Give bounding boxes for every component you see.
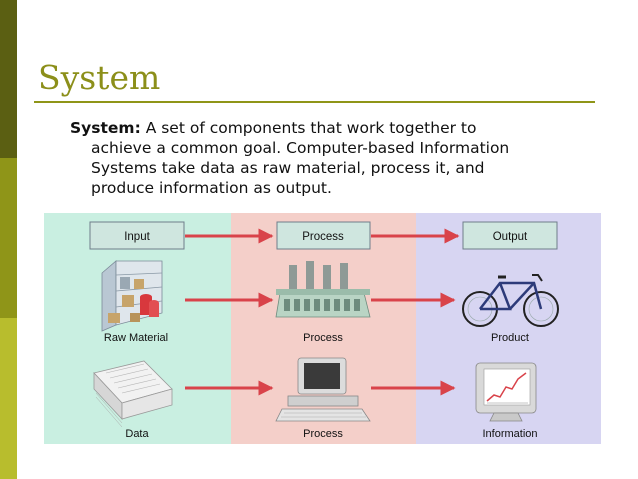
definition-term: System: [70, 119, 141, 137]
raw-material-label: Raw Material [104, 332, 168, 344]
sidebar-band-mid [0, 158, 17, 318]
output-header: Output [462, 221, 558, 250]
system-diagram: Input Process Output Raw Material [44, 213, 601, 444]
input-header: Input [89, 221, 185, 250]
paper-stack-icon [93, 360, 173, 428]
title-divider [34, 101, 595, 103]
flow-arrows [185, 228, 460, 396]
input-header-label: Input [124, 231, 150, 243]
sidebar-band-dark [0, 0, 17, 158]
product-label: Product [491, 332, 529, 344]
definition-line-1: System: A set of components that work to… [70, 118, 590, 138]
sidebar-band-light [0, 318, 17, 479]
process-header: Process [276, 221, 371, 250]
sidebar-accent [0, 0, 17, 479]
monitor-chart-icon [475, 362, 537, 422]
factory-icon [275, 261, 371, 318]
definition-line-4: produce information as output. [91, 179, 332, 197]
data-label: Data [125, 428, 149, 440]
definition-line-2: achieve a common goal. Computer-based In… [91, 139, 510, 157]
definition-text: System: A set of components that work to… [70, 118, 590, 198]
process-row2-label: Process [303, 428, 343, 440]
process-row1-label: Process [303, 332, 343, 344]
process-header-label: Process [302, 231, 344, 243]
system-diagram-svg: Input Process Output Raw Material [44, 213, 601, 444]
information-label: Information [482, 428, 537, 440]
definition-line-1-text: A set of components that work together t… [140, 119, 477, 137]
bicycle-icon [462, 274, 559, 327]
computer-icon [275, 357, 371, 422]
output-header-label: Output [493, 231, 528, 243]
raw-material-icon [101, 260, 163, 332]
slide-title: System [38, 58, 161, 97]
definition-line-3: Systems take data as raw material, proce… [91, 159, 485, 177]
